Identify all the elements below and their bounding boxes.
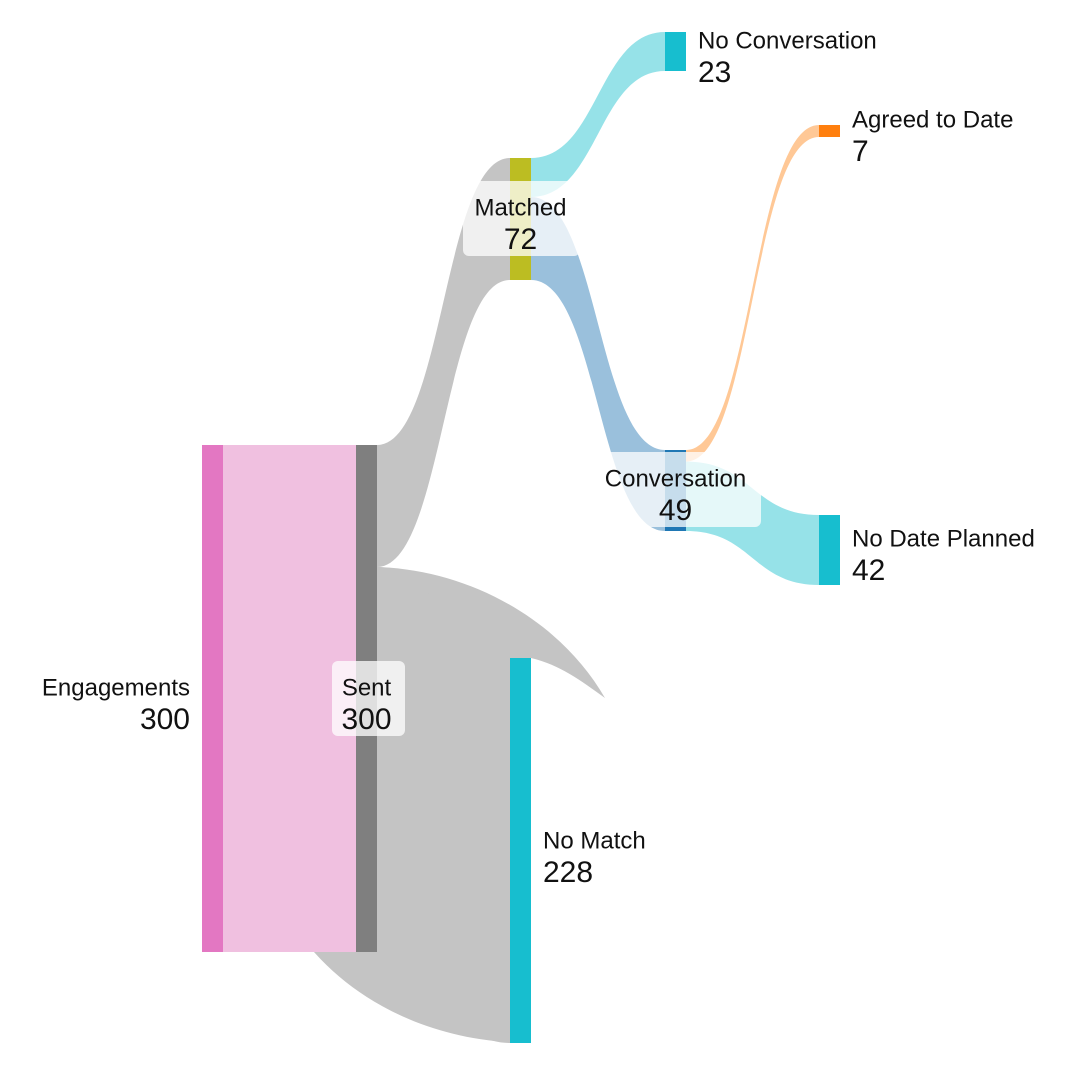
link-matched-to-no-conversation[interactable] <box>531 32 665 197</box>
node-name: Matched <box>474 194 566 221</box>
node-name: Agreed to Date <box>852 106 1013 133</box>
link-matched-to-conversation[interactable] <box>531 196 665 531</box>
node-value: 228 <box>543 856 593 889</box>
node-name: Sent <box>342 674 392 701</box>
node-no-date-planned[interactable] <box>819 515 840 585</box>
node-engagements[interactable] <box>202 445 223 952</box>
label-background <box>591 452 761 527</box>
link-sent-to-matched[interactable] <box>377 158 510 567</box>
node-value: 300 <box>140 703 190 736</box>
node-value: 23 <box>698 56 731 89</box>
node-value: 72 <box>504 223 537 256</box>
node-name: No Date Planned <box>852 525 1035 552</box>
node-name: Conversation <box>605 465 746 492</box>
link-engagements-to-sent[interactable] <box>223 445 356 952</box>
node-name: Engagements <box>42 674 190 701</box>
link-conversation-to-agreed-to-date[interactable] <box>686 125 819 462</box>
link-sent-to-no-match[interactable] <box>377 567 510 1043</box>
node-value: 42 <box>852 554 885 587</box>
node-value: 300 <box>341 703 391 736</box>
node-no-conversation[interactable] <box>665 32 686 71</box>
node-agreed-to-date[interactable] <box>819 125 840 137</box>
node-name: No Conversation <box>698 27 877 54</box>
node-value: 7 <box>852 135 869 168</box>
node-name: No Match <box>543 827 646 854</box>
label-background <box>463 181 580 256</box>
node-no-match[interactable] <box>510 658 531 1043</box>
label-background <box>332 661 405 736</box>
node-value: 49 <box>659 494 692 527</box>
